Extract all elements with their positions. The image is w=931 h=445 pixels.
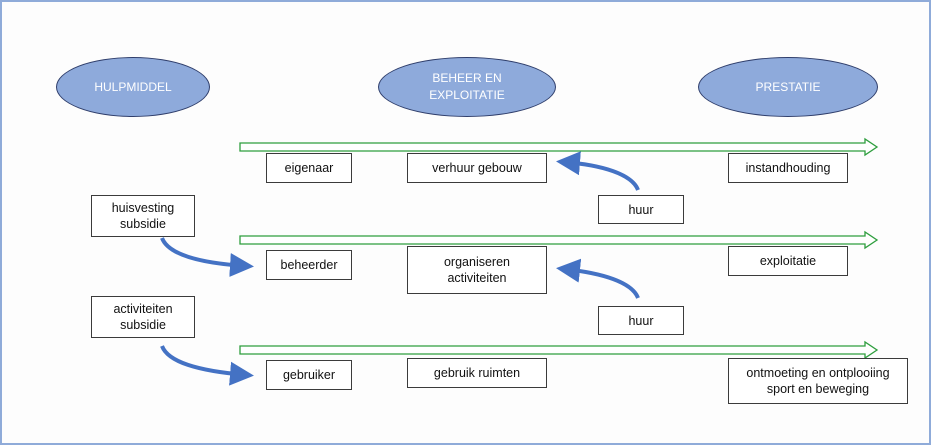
box-beheerder: beheerder xyxy=(266,250,352,280)
text-eigenaar: eigenaar xyxy=(284,161,334,175)
ellipse-beheer-exploitatie: BEHEER EN EXPLOITATIE xyxy=(378,57,556,117)
label-beheer-exploitatie: BEHEER EN EXPLOITATIE xyxy=(429,71,505,102)
box-activiteiten-subsidie: activiteiten subsidie xyxy=(91,296,195,338)
text-exploitatie: exploitatie xyxy=(759,254,817,268)
text-gebruiker: gebruiker xyxy=(282,368,336,382)
text-instandhouding: instandhouding xyxy=(745,161,831,175)
blue-arrow-subsidie-to-gebruiker xyxy=(160,345,254,386)
box-exploitatie: exploitatie xyxy=(728,246,848,276)
box-gebruik-ruimten: gebruik ruimten xyxy=(407,358,547,388)
text-beheerder: beheerder xyxy=(280,258,338,272)
text-huisvesting-subsidie: huisvesting subsidie xyxy=(111,201,175,231)
text-gebruik-ruimten: gebruik ruimten xyxy=(433,366,521,380)
blue-arrow-huur2-to-organiseren xyxy=(556,258,640,299)
text-organiseren-activiteiten: organiseren activiteiten xyxy=(443,255,510,285)
green-arrow-row2 xyxy=(239,230,879,250)
box-ontmoeting-sport: ontmoeting en ontplooiing sport en beweg… xyxy=(728,358,908,404)
label-hulpmiddel: HULPMIDDEL xyxy=(94,79,172,94)
text-huur-2: huur xyxy=(628,313,654,328)
box-eigenaar: eigenaar xyxy=(266,153,352,183)
box-instandhouding: instandhouding xyxy=(728,153,848,183)
ellipse-hulpmiddel: HULPMIDDEL xyxy=(56,57,210,117)
text-verhuur-gebouw: verhuur gebouw xyxy=(432,161,522,175)
box-huur-1: huur xyxy=(598,195,684,224)
box-organiseren-activiteiten: organiseren activiteiten xyxy=(407,246,547,294)
green-arrow-row1 xyxy=(239,137,879,157)
blue-arrow-huur1-to-verhuur xyxy=(556,151,640,191)
text-ontmoeting-sport: ontmoeting en ontplooiing sport en beweg… xyxy=(746,366,890,396)
blue-arrow-subsidie-to-beheerder xyxy=(160,237,254,277)
text-activiteiten-subsidie: activiteiten subsidie xyxy=(113,302,173,332)
ellipse-prestatie: PRESTATIE xyxy=(698,57,878,117)
green-arrow-row3 xyxy=(239,340,879,360)
label-prestatie: PRESTATIE xyxy=(755,79,821,94)
box-gebruiker: gebruiker xyxy=(266,360,352,390)
text-huur-1: huur xyxy=(628,202,654,217)
box-huisvesting-subsidie: huisvesting subsidie xyxy=(91,195,195,237)
box-huur-2: huur xyxy=(598,306,684,335)
box-verhuur-gebouw: verhuur gebouw xyxy=(407,153,547,183)
